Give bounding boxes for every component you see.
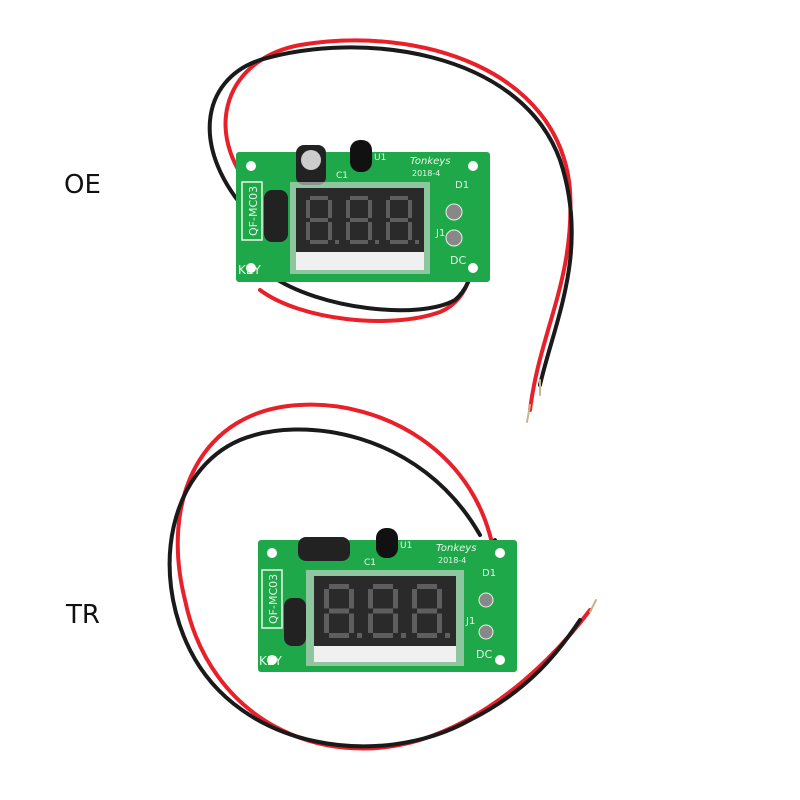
segment [386, 222, 390, 240]
segment [368, 589, 373, 609]
segment [417, 608, 437, 614]
segment [350, 240, 368, 244]
segment [368, 200, 372, 218]
segment [349, 589, 354, 609]
segment [417, 584, 437, 589]
decimal-point [401, 633, 406, 638]
segment [412, 613, 417, 633]
segment [373, 584, 393, 589]
date-label-bottom: 2018-4 [438, 556, 466, 565]
decimal-point [357, 633, 362, 638]
c1-label-bottom: C1 [364, 558, 376, 568]
segment [350, 218, 368, 222]
segment [390, 240, 408, 244]
segment [346, 222, 350, 240]
brand-label-bottom: Tonkeys [436, 543, 476, 554]
segment [393, 589, 398, 609]
segment [417, 633, 437, 638]
segment [373, 608, 393, 614]
segment [408, 222, 412, 240]
top-board: QF-MC03 KEY Tonkeys 2018-4 U1 C1 D1 J1 D… [236, 140, 490, 282]
segment [346, 200, 350, 218]
variant-label-oe: OE [64, 170, 101, 200]
key-label-top: KEY [238, 263, 261, 277]
segment [306, 222, 310, 240]
decimal-point [415, 240, 419, 244]
model-label-top: QF-MC03 [247, 186, 260, 236]
j1-label-bottom: J1 [465, 616, 475, 627]
d1-label-bottom: D1 [482, 568, 496, 579]
d1-label-top: D1 [455, 180, 469, 191]
top-wires [207, 38, 574, 423]
display-digits-top [306, 196, 419, 244]
segment [373, 633, 393, 638]
decimal-point [445, 633, 450, 638]
segment [386, 200, 390, 218]
display-digits-bottom [324, 584, 450, 638]
segment [350, 196, 368, 200]
segment [310, 196, 328, 200]
variant-label-tr: TR [66, 600, 100, 630]
u1-label-bottom: U1 [400, 541, 412, 551]
segment [437, 589, 442, 609]
segment [329, 584, 349, 589]
segment [306, 200, 310, 218]
date-label-top: 2018-4 [412, 169, 440, 178]
dc-label-top: DC [450, 254, 466, 267]
segment [390, 218, 408, 222]
segment [408, 200, 412, 218]
segment [328, 200, 332, 218]
segment [368, 222, 372, 240]
segment [324, 589, 329, 609]
segment [437, 613, 442, 633]
bottom-board: QF-MC03 KEY Tonkeys 2018-4 U1 C1 D1 J1 D… [258, 528, 517, 672]
segment [329, 633, 349, 638]
j1-label-top: J1 [435, 228, 445, 239]
decimal-point [335, 240, 339, 244]
u1-label-top: U1 [374, 153, 386, 163]
key-label-bottom: KEY [259, 654, 282, 668]
dc-label-bottom: DC [476, 648, 492, 661]
c1-label-top: C1 [336, 171, 348, 181]
segment [390, 196, 408, 200]
segment [310, 240, 328, 244]
segment [393, 613, 398, 633]
segment [412, 589, 417, 609]
brand-label-top: Tonkeys [410, 156, 450, 167]
model-label-bottom: QF-MC03 [267, 574, 280, 624]
decimal-point [375, 240, 379, 244]
segment [349, 613, 354, 633]
segment [328, 222, 332, 240]
segment [324, 613, 329, 633]
segment [329, 608, 349, 614]
segment [368, 613, 373, 633]
segment [310, 218, 328, 222]
